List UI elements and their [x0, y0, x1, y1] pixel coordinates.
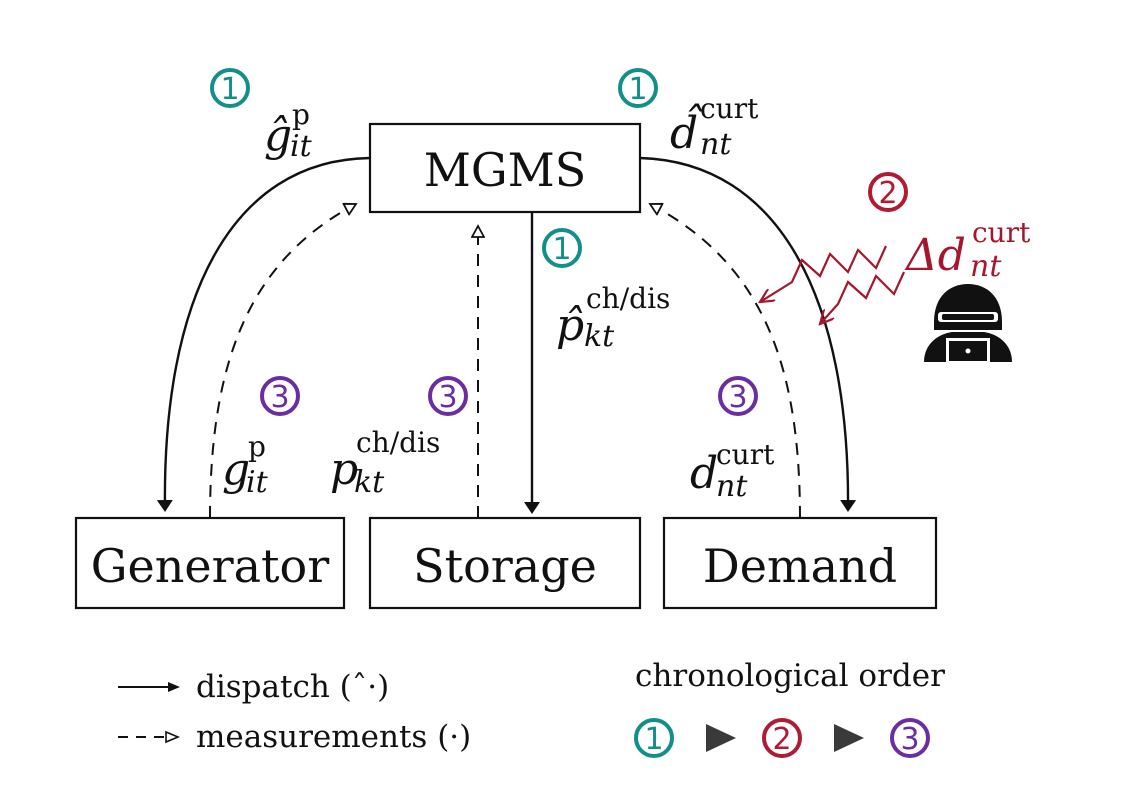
mgms-label: MGMS — [424, 143, 586, 197]
legend-dispatch-label: dispatch (ˆ·) — [196, 669, 389, 705]
svg-text:1: 1 — [628, 72, 647, 107]
label-p-meas-sub: kt — [354, 465, 385, 500]
svg-text:1: 1 — [220, 72, 239, 107]
svg-text:1: 1 — [644, 722, 663, 757]
badge-step2-attack: 2 — [868, 172, 908, 212]
label-d-meas-main: d — [690, 448, 718, 499]
svg-text:2: 2 — [772, 722, 791, 757]
order-badge-3: 3 — [890, 718, 930, 758]
label-g-meas-sub: it — [246, 465, 269, 500]
legend-chronological-label: chronological order — [635, 658, 945, 694]
attack-arrow-upper — [760, 245, 888, 302]
label-p-hat-sub: kt — [584, 319, 615, 354]
order-badge-1: 1 — [634, 718, 674, 758]
badge-step1-generator: 1 — [210, 68, 250, 108]
legend-chronological: chronological order 1 2 3 — [634, 658, 945, 758]
generator-label: Generator — [91, 539, 329, 593]
label-g-hat-sub: it — [290, 129, 313, 164]
badge-step3-generator: 3 — [260, 376, 300, 416]
badge-step3-demand: 3 — [718, 376, 758, 416]
svg-text:3: 3 — [728, 380, 747, 415]
label-g-meas-main: g — [222, 444, 250, 495]
badge-step3-storage: 3 — [428, 376, 468, 416]
legend-measurements-label: measurements (·) — [196, 719, 471, 755]
label-d-hat-sup: curt — [700, 92, 759, 125]
dispatch-arrow-generator — [156, 156, 371, 512]
label-g-hat-main: ĝ — [264, 110, 292, 161]
legend-dispatch-arrowhead — [168, 682, 180, 692]
label-delta-d: Δd curt nt — [904, 216, 1031, 284]
badge-step1-demand: 1 — [618, 68, 658, 108]
attack-arrow-lower — [820, 271, 906, 324]
label-g-meas-sup: p — [248, 430, 266, 463]
dispatch-arrow-demand — [639, 156, 857, 512]
order-badge-2: 2 — [762, 718, 802, 758]
generator-box: Generator — [74, 516, 346, 610]
demand-label: Demand — [703, 539, 897, 593]
label-delta-d-sup: curt — [972, 216, 1031, 249]
measurement-arrow-demand — [650, 204, 801, 519]
label-d-meas-sub: nt — [716, 469, 748, 504]
play-triangle-icon — [834, 724, 864, 752]
svg-text:3: 3 — [438, 380, 457, 415]
legend: dispatch (ˆ·) measurements (·) chronolog… — [118, 658, 945, 758]
hacker-icon — [924, 284, 1012, 364]
svg-text:1: 1 — [552, 232, 571, 267]
label-g-hat: ĝ p it — [264, 98, 313, 164]
label-p-meas-main: p — [330, 444, 358, 495]
label-delta-d-sub: nt — [970, 249, 1002, 284]
storage-box: Storage — [368, 516, 642, 610]
storage-label: Storage — [413, 539, 597, 593]
svg-text:2: 2 — [878, 176, 897, 211]
label-p-meas-sup: ch/dis — [356, 426, 440, 459]
legend-measurements-arrowhead — [165, 730, 181, 744]
label-d-hat: d̂ curt nt — [670, 92, 759, 162]
label-d-meas: d curt nt — [690, 438, 775, 504]
legend-measurements: measurements (·) — [118, 719, 471, 755]
label-p-hat: p̂ ch/dis kt — [556, 282, 670, 354]
demand-box: Demand — [662, 516, 938, 610]
label-d-meas-sup: curt — [716, 438, 775, 471]
measurement-arrow-generator — [209, 204, 356, 519]
label-g-hat-sup: p — [292, 98, 310, 131]
badge-step1-storage: 1 — [542, 228, 582, 268]
label-d-hat-main: d̂ — [670, 101, 702, 159]
label-p-meas: p ch/dis kt — [330, 426, 440, 500]
legend-dispatch: dispatch (ˆ·) — [118, 669, 389, 705]
label-d-hat-sub: nt — [700, 127, 732, 162]
label-g-meas: g p it — [222, 430, 269, 500]
mgms-box: MGMS — [368, 122, 642, 214]
label-p-hat-main: p̂ — [556, 300, 584, 351]
label-p-hat-sup: ch/dis — [586, 282, 670, 315]
label-delta-d-main: Δd — [904, 230, 966, 281]
svg-text:3: 3 — [900, 722, 919, 757]
play-triangle-icon — [706, 724, 736, 752]
svg-text:3: 3 — [270, 380, 289, 415]
